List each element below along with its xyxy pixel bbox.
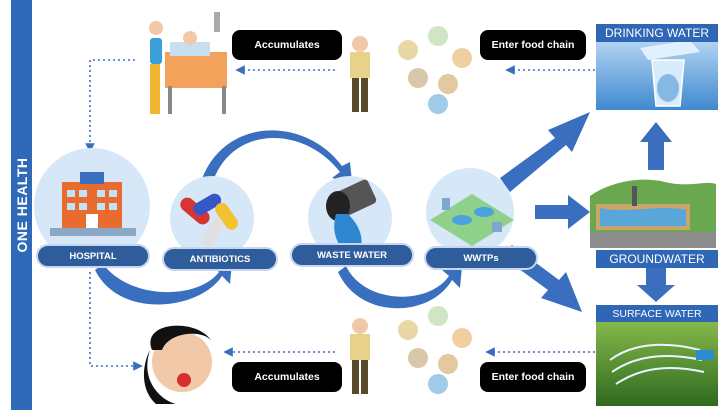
waste-water-label: WASTE WATER (290, 243, 414, 267)
patient-bed-icon (149, 12, 227, 114)
food-chain-icon (398, 306, 472, 394)
dotted-flow-lines (85, 59, 595, 371)
accumulates-pill-bottom: Accumulates (232, 362, 342, 392)
hospital-icon (34, 148, 150, 264)
surface-water-title: SURFACE WATER (596, 305, 718, 322)
antibiotics-icon (170, 176, 254, 260)
wwtp-icon (426, 168, 514, 256)
surface-water-sprinkler-icon (596, 322, 718, 406)
wwtps-label: WWTPs (424, 246, 538, 270)
one-health-sidebar: ONE HEALTH (11, 0, 32, 410)
man-icon (350, 318, 370, 394)
antibiotics-label: ANTIBIOTICS (162, 247, 278, 271)
curved-flow-arrows (95, 130, 462, 309)
food-chain-icon (398, 26, 472, 114)
groundwater-title: GROUNDWATER (596, 250, 718, 268)
enter-food-chain-pill-top: Enter food chain (480, 30, 586, 60)
drinking-water-title: DRINKING WATER (596, 24, 718, 42)
accumulates-pill-top: Accumulates (232, 30, 342, 60)
sick-person-icon (143, 325, 212, 404)
man-icon (350, 36, 370, 112)
hospital-label: HOSPITAL (36, 244, 150, 268)
enter-food-chain-pill-bottom: Enter food chain (480, 362, 586, 392)
groundwater-icon (590, 179, 716, 248)
